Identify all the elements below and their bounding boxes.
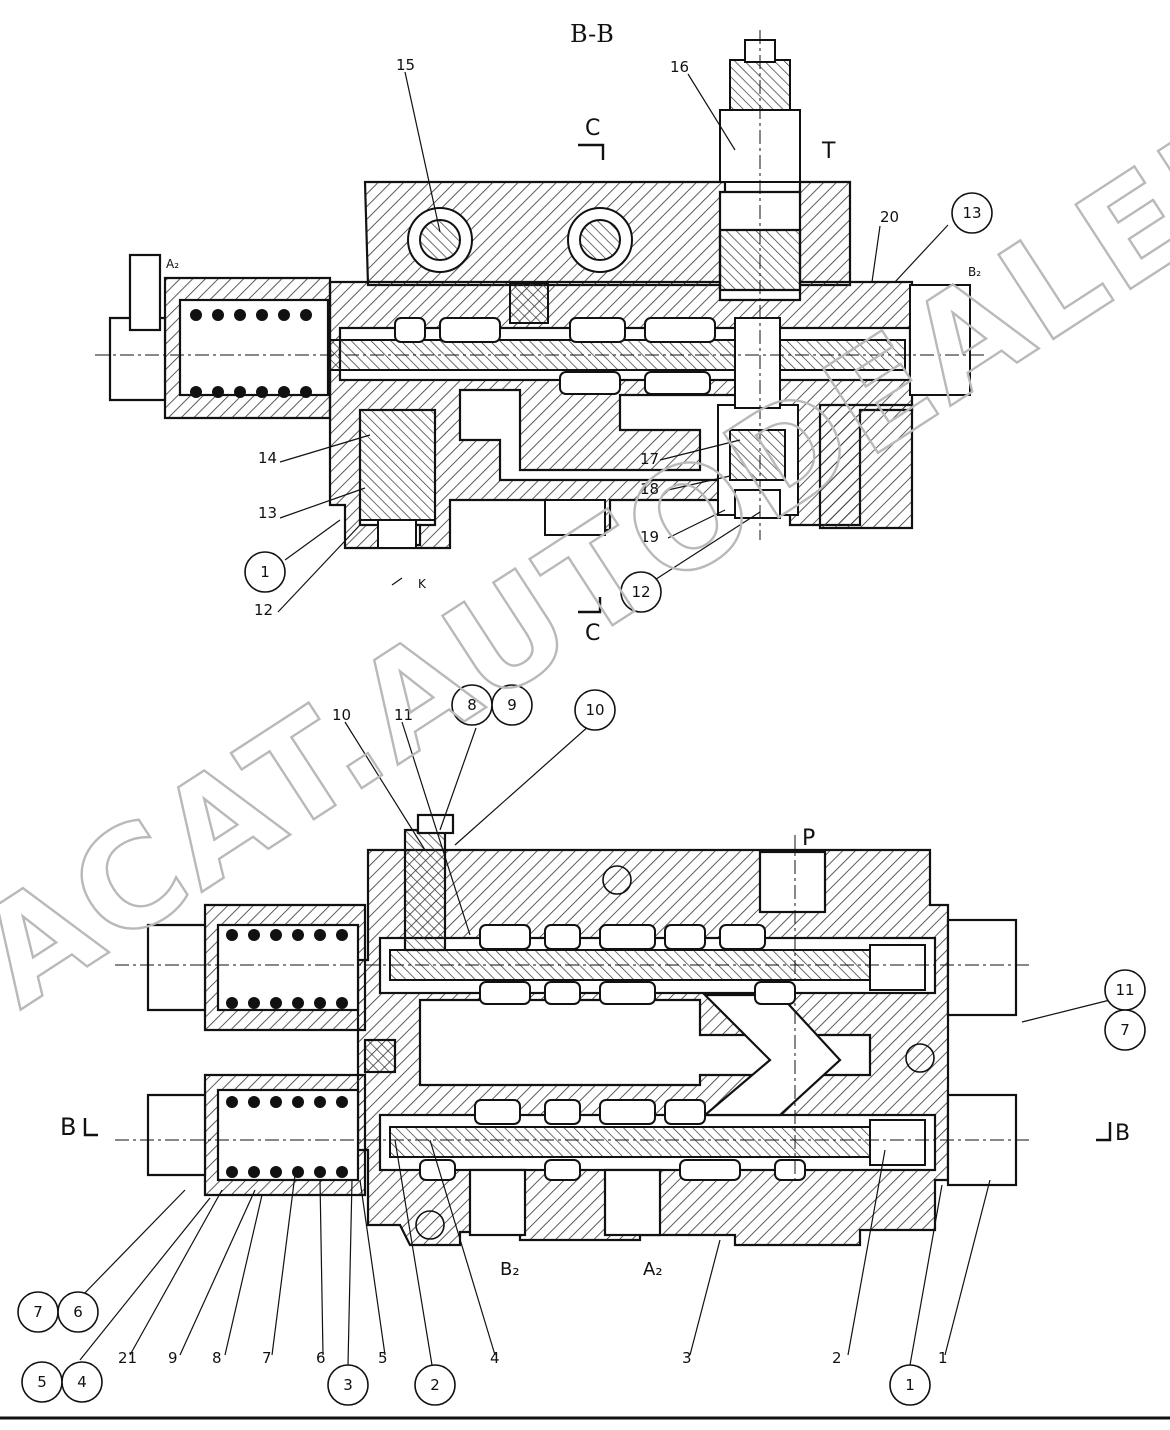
svg-text:7: 7 [33, 1303, 43, 1321]
port-t-label: T [821, 139, 836, 164]
svg-text:11: 11 [1115, 981, 1134, 999]
section-c-bottom-label: C [585, 621, 600, 646]
top-fittings [407, 39, 971, 536]
callout-4: 4 [490, 1349, 500, 1367]
section-b-right-label: B [1115, 1121, 1130, 1146]
section-title: B-B [570, 20, 614, 48]
top-check-valve [717, 317, 799, 519]
svg-text:10: 10 [585, 701, 604, 719]
callout-2: 2 [832, 1349, 842, 1367]
circled-callout-13: 13 [951, 192, 993, 234]
circled-callout-10: 10 [574, 689, 616, 731]
svg-text:5: 5 [37, 1373, 47, 1391]
callout-11: 11 [394, 706, 413, 724]
svg-text:3: 3 [343, 1376, 353, 1394]
svg-text:2: 2 [430, 1376, 440, 1394]
circled-callout-6: 6 [57, 1291, 99, 1333]
callout-1: 1 [938, 1349, 948, 1367]
section-c-marks [578, 143, 605, 614]
bottom-springs [226, 929, 348, 1178]
callout-10: 10 [332, 706, 351, 724]
bottom-center-lines [115, 835, 1030, 1180]
section-b-left-label: B [60, 1113, 76, 1141]
callout-15: 15 [396, 56, 415, 74]
bottom-valve-body [356, 828, 950, 1247]
callout-6: 6 [316, 1349, 326, 1367]
circled-callout-2: 2 [414, 1364, 456, 1406]
svg-text:6: 6 [73, 1303, 83, 1321]
top-leader-lines [277, 71, 949, 613]
circled-callout-12-top: 12 [620, 571, 662, 613]
callout-20: 20 [880, 208, 899, 226]
port-k-label: K [418, 577, 427, 591]
port-p-label: P [802, 826, 815, 851]
svg-text:12: 12 [631, 583, 650, 601]
port-b2-small-label: B₂ [968, 265, 981, 279]
callout-8: 8 [212, 1349, 222, 1367]
svg-text:4: 4 [77, 1373, 87, 1391]
callout-3: 3 [682, 1349, 692, 1367]
svg-text:1: 1 [905, 1376, 915, 1394]
svg-text:8: 8 [467, 696, 477, 714]
bottom-bolt-circles [415, 865, 935, 1240]
bottom-leader-lines [77, 721, 1111, 1366]
top-center-lines [95, 30, 985, 540]
callout-12-plain: 12 [254, 601, 273, 619]
callout-21: 21 [118, 1349, 137, 1367]
circled-callout-9: 9 [491, 684, 533, 726]
callout-7: 7 [262, 1349, 272, 1367]
section-b-marks [83, 1118, 1112, 1142]
circled-callout-7: 7 [17, 1291, 59, 1333]
circled-callout-7-right: 7 [1104, 1009, 1146, 1051]
callout-17: 17 [640, 450, 659, 468]
svg-text:9: 9 [507, 696, 517, 714]
circled-callout-3: 3 [327, 1364, 369, 1406]
callout-9: 9 [168, 1349, 178, 1367]
callout-16: 16 [670, 58, 689, 76]
port-b2-label: B₂ [500, 1259, 520, 1280]
bottom-right-caps [363, 813, 1018, 1187]
svg-text:13: 13 [962, 204, 981, 222]
port-a2-small-label: A₂ [166, 257, 179, 271]
circled-callout-1-top: 1 [244, 551, 286, 593]
svg-text:1: 1 [260, 563, 270, 581]
bottom-lower-spool [389, 1099, 926, 1181]
callout-14: 14 [258, 449, 277, 467]
callout-19: 19 [640, 528, 659, 546]
callout-13: 13 [258, 504, 277, 522]
top-relief-poppet [359, 409, 436, 549]
circled-callout-5: 5 [21, 1361, 63, 1403]
circled-callout-1: 1 [889, 1364, 931, 1406]
callout-18: 18 [640, 480, 659, 498]
section-c-top-label: C [585, 116, 600, 141]
circled-callout-4: 4 [61, 1361, 103, 1403]
callout-5: 5 [378, 1349, 388, 1367]
svg-text:7: 7 [1120, 1021, 1130, 1039]
circled-callout-11: 11 [1104, 969, 1146, 1011]
port-a2-label: A₂ [643, 1259, 663, 1280]
top-left-spring [190, 309, 312, 398]
bottom-left-spring-housings [146, 903, 367, 1197]
